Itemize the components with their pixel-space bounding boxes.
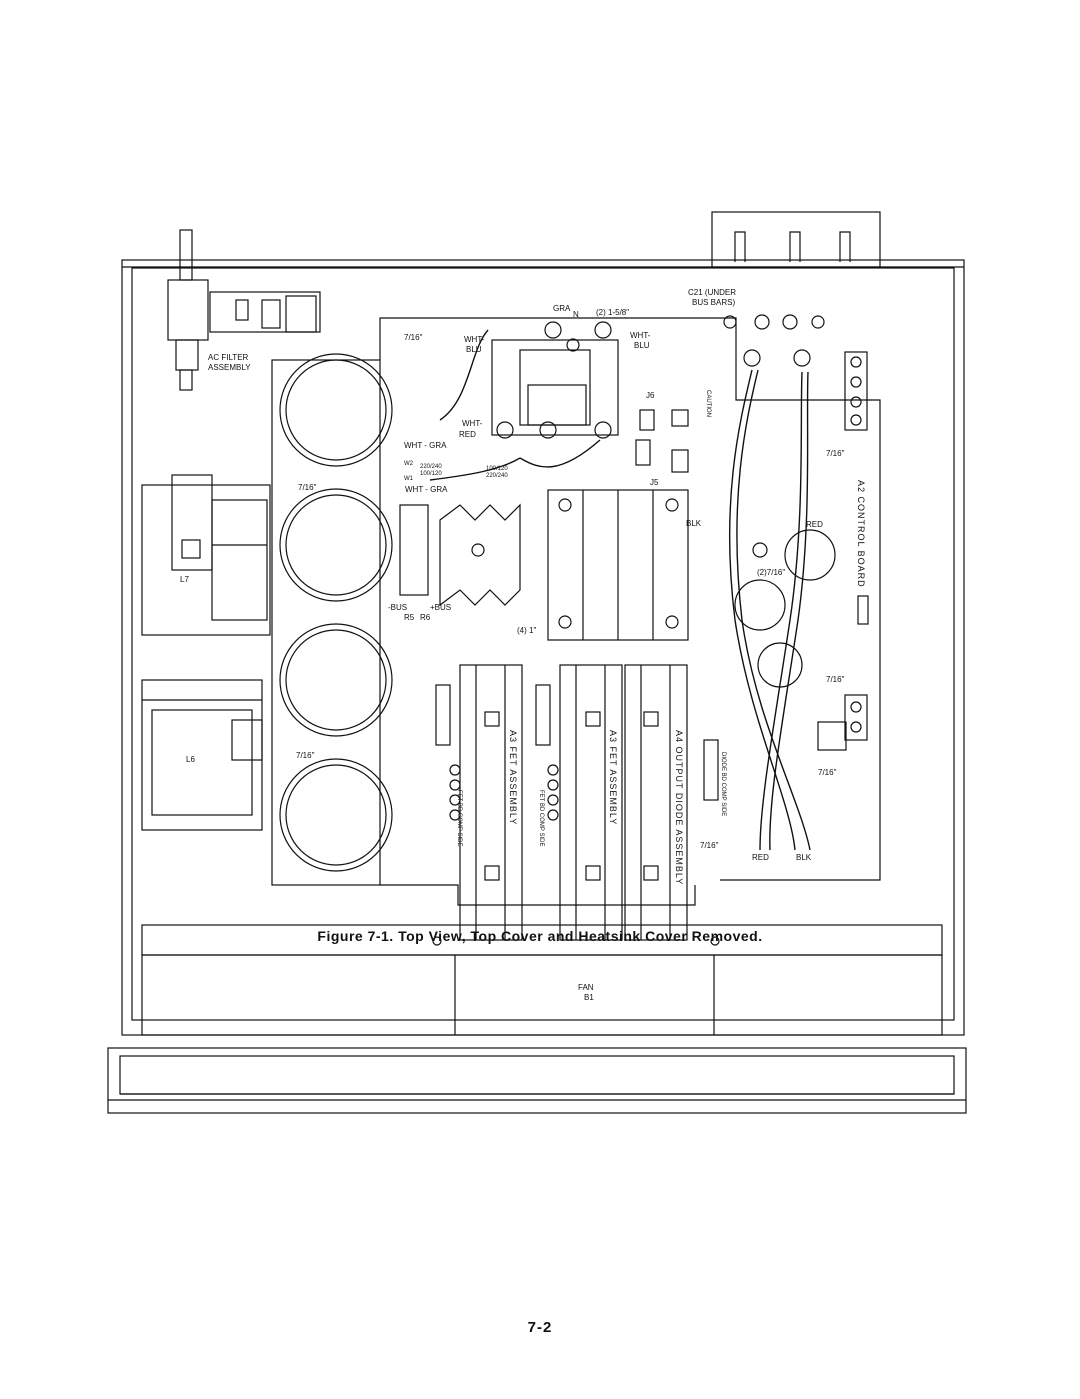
label-7-16-cap: 7/16" [298,483,317,492]
inductor-l6 [141,679,263,831]
label-wht-mid: WHT- [462,419,483,428]
a3-fet-assembly-2 [535,664,623,941]
label-fet-comp-side-1: FET BD COMP SIDE [456,790,462,846]
main-board [379,317,881,906]
label-7-16-right3: 7/16" [818,768,837,777]
chassis-outline [121,211,965,1036]
label-wht-gra-1: WHT - GRA [404,441,447,450]
label-r6: R6 [420,613,431,622]
bus-resistor-heatsink [399,503,521,607]
label-blk: BLK [686,519,702,528]
label-220-240: 220/240 [420,464,442,470]
label-ac-filter-1: AC FILTER [208,353,249,362]
label-4-1: (4) 1" [517,626,536,635]
label-7-16-cap2: 7/16" [296,751,315,760]
label-c21-1: C21 (UNDER [688,288,736,297]
label-wht-gra-2: WHT - GRA [405,485,448,494]
label-bus-minus: -BUS [388,603,407,612]
label-n: N [573,310,579,319]
transformer-block [547,489,689,641]
label-wht-left: WHT- [464,335,485,344]
label-fet-comp-side-2: FET BD COMP SIDE [538,790,544,846]
label-7-16-right2: 7/16" [826,675,845,684]
label-bus-plus: +BUS [430,603,451,612]
front-panel [107,1047,967,1114]
inductor-l7 [141,474,271,636]
label-100-120: 100/120 [420,471,442,477]
label-diode-comp-side: DIODE BD COMP SIDE [720,752,726,816]
label-red-bottom: RED [752,853,769,862]
label-j6: J6 [646,391,655,400]
label-red-arrow: RED [806,520,823,529]
label-c21-2: BUS BARS) [692,298,735,307]
label-b1: B1 [584,993,594,1002]
label-ac-filter-2: ASSEMBLY [208,363,251,372]
label-220-240b: 220/240 [486,473,508,479]
fan-b1 [141,924,943,1036]
label-fan: FAN [578,983,594,992]
label-w2: W2 [404,461,414,467]
a4-output-diode-assembly [624,664,719,941]
jumpers-j5-j6 [635,409,689,473]
a2-control-board [723,314,869,751]
label-100-120b: 100/120 [486,466,508,472]
label-7-16-right: 7/16" [826,449,845,458]
label-2-7-16: (2)7/16" [757,568,785,577]
label-blu-left: BLU [466,345,482,354]
diagram-labels: AC FILTER ASSEMBLY L7 L6 C21 (UNDER BUS … [180,288,866,1002]
label-a4-output-diode: A4 OUTPUT DIODE ASSEMBLY [674,730,684,885]
ac-filter-assembly [167,279,321,391]
figure-caption: Figure 7-1. Top View, Top Cover and Heat… [317,928,763,944]
label-wht-right: WHT- [630,331,651,340]
a3-fet-assembly-1 [435,664,523,941]
label-a3-fet-1: A3 FET ASSEMBLY [508,730,518,825]
label-2-1-5-8: (2) 1-5/8" [596,308,629,317]
label-l7: L7 [180,575,189,584]
label-a2-control-board: A2 CONTROL BOARD [856,480,866,588]
label-l6: L6 [186,755,195,764]
chassis-diagram: AC FILTER ASSEMBLY L7 L6 C21 (UNDER BUS … [107,211,967,1114]
wiring-harness [429,329,811,851]
label-7-16-top: 7/16" [404,333,423,342]
filter-capacitors [271,353,393,886]
label-caution: CAUTION [705,390,711,417]
label-j5: J5 [650,478,659,487]
label-blk-bottom: BLK [796,853,812,862]
page-number: 7-2 [527,1319,553,1336]
line-voltage-switch [491,321,619,439]
label-blu-right: BLU [634,341,650,350]
label-gra: GRA [553,304,571,313]
label-w1: W1 [404,476,414,482]
label-a3-fet-2: A3 FET ASSEMBLY [608,730,618,825]
label-red-mid: RED [459,430,476,439]
label-r5: R5 [404,613,415,622]
label-7-16-bottom: 7/16" [700,841,719,850]
